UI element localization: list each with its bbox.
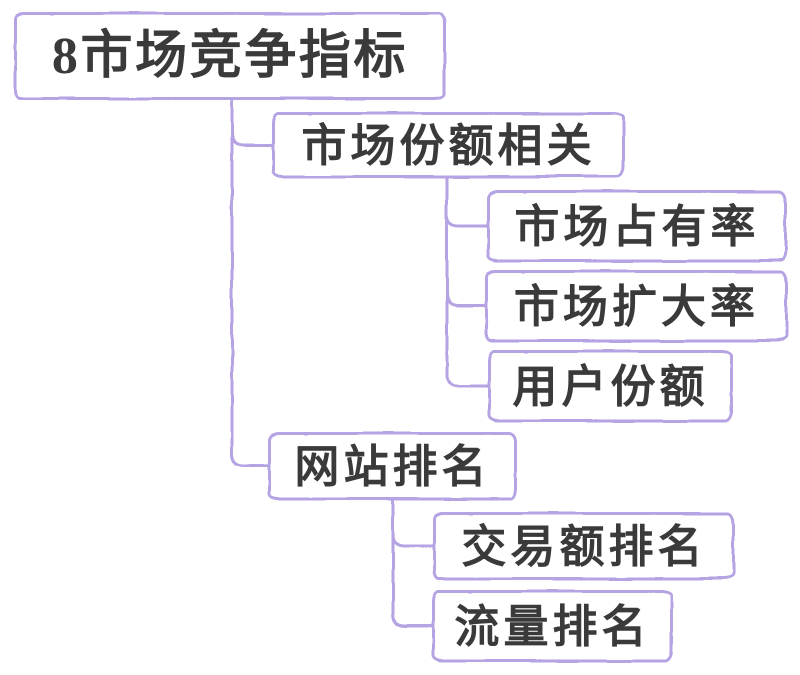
connector-root-trunk (230, 98, 270, 468)
node-root[interactable]: 8市场竞争指标 (14, 12, 446, 100)
connector-branch1-to-child1 (445, 212, 489, 228)
node-market-occupancy-rate[interactable]: 市场占有率 (487, 190, 787, 262)
node-market-expansion-rate[interactable]: 市场扩大率 (485, 270, 788, 342)
node-border (485, 270, 788, 342)
node-label: 市场扩大率 (513, 281, 760, 332)
node-label: 交易额排名 (461, 521, 707, 572)
connector-branch2-trunk (391, 498, 434, 628)
connector-branch1-to-child2 (445, 291, 487, 307)
node-border (487, 190, 787, 262)
node-label: 流量排名 (454, 601, 651, 652)
node-border (488, 350, 733, 422)
node-label: 用户份额 (512, 361, 709, 412)
node-traffic-ranking[interactable]: 流量排名 (432, 590, 673, 662)
node-label: 8市场竞争指标 (51, 28, 409, 85)
node-border (14, 12, 446, 100)
node-label: 市场份额相关 (301, 120, 596, 171)
node-user-share[interactable]: 用户份额 (488, 350, 733, 422)
node-border (433, 512, 735, 580)
node-market-share-related[interactable]: 市场份额相关 (272, 112, 625, 178)
node-border (272, 112, 625, 178)
node-border (432, 590, 673, 662)
connector-branch1-trunk (445, 176, 490, 388)
node-website-ranking[interactable]: 网站排名 (268, 432, 517, 500)
node-transaction-volume-ranking[interactable]: 交易额排名 (433, 512, 735, 580)
node-label: 网站排名 (294, 441, 491, 492)
node-border (268, 432, 517, 500)
node-label: 市场占有率 (514, 201, 760, 252)
connector-branch2-to-child1 (391, 532, 435, 548)
connector-root-to-branch1 (230, 131, 274, 147)
